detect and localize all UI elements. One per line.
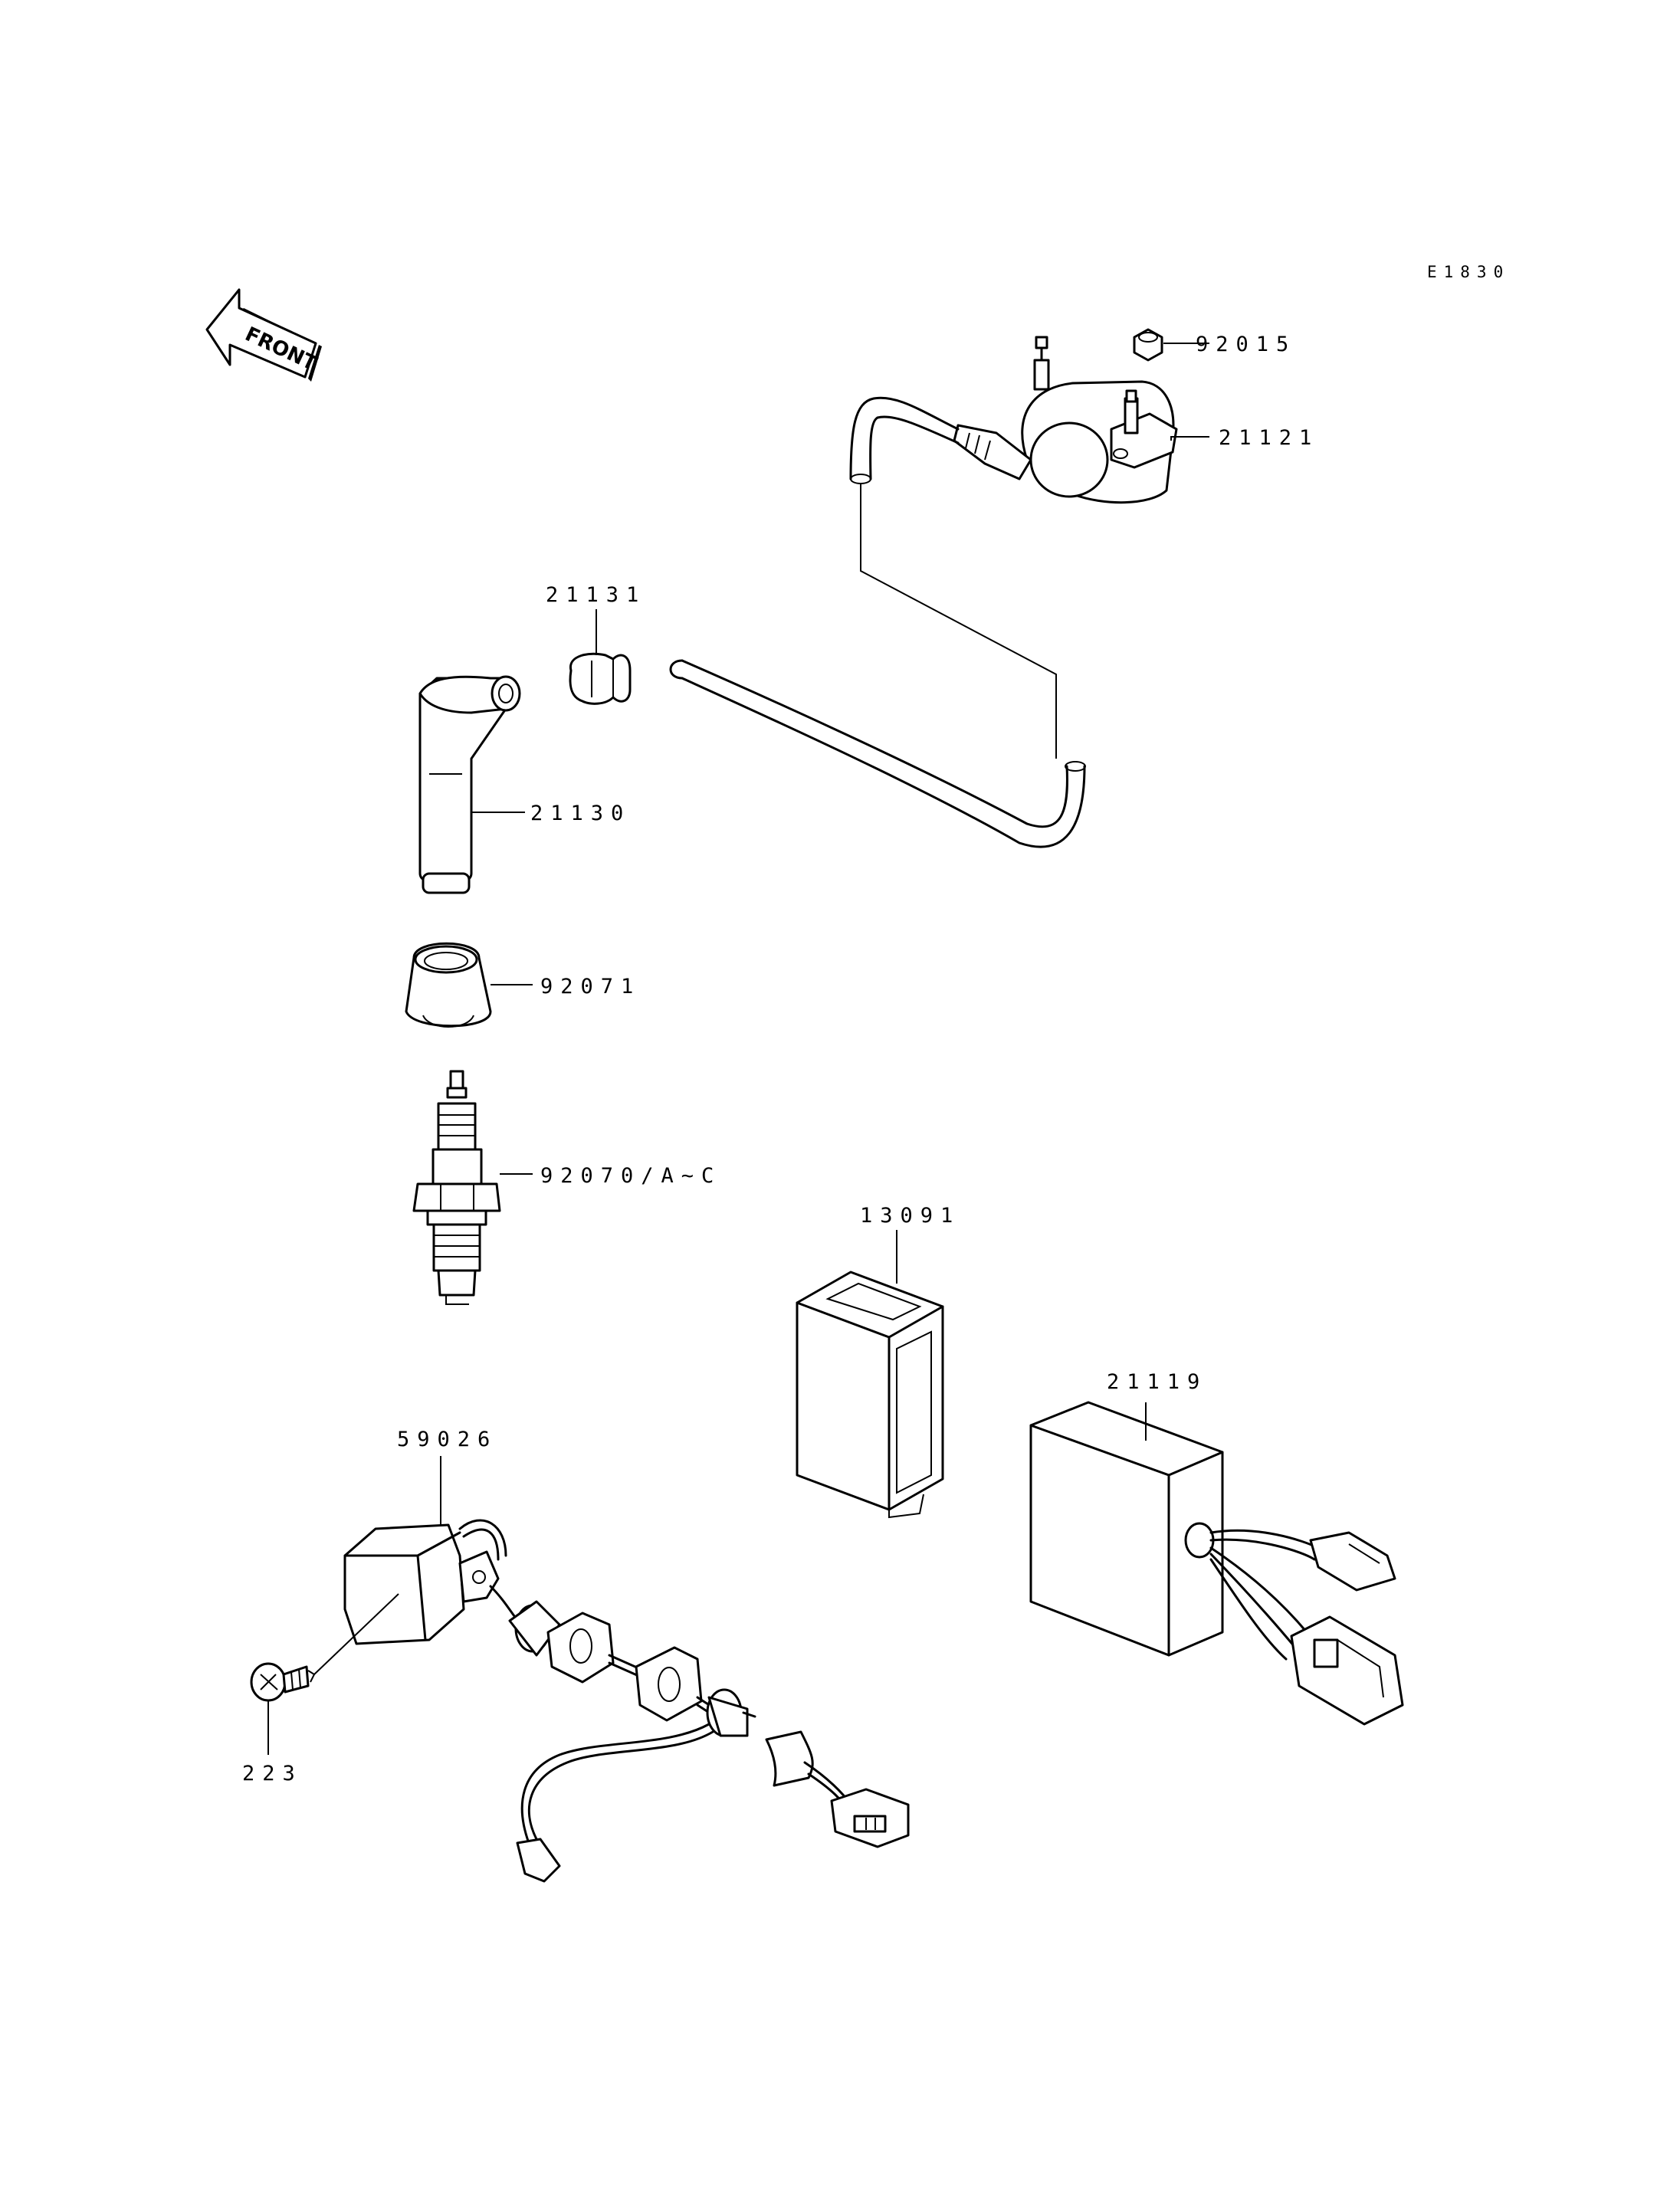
screw-223[interactable] — [250, 1593, 399, 1702]
spark-plug[interactable] — [412, 1070, 501, 1305]
plug-cap[interactable] — [418, 675, 521, 894]
part-label-21131: 21131 — [546, 583, 646, 607]
part-label-21121: 21121 — [1219, 426, 1319, 450]
high-tension-lead — [669, 396, 1086, 848]
part-label-21119: 21119 — [1107, 1370, 1207, 1394]
front-arrow-icon: FRONT — [205, 288, 322, 382]
part-label-92015: 92015 — [1196, 333, 1296, 356]
part-label-223: 223 — [242, 1762, 303, 1785]
ignition-coil[interactable] — [953, 336, 1178, 504]
plug-cap-cover[interactable] — [405, 942, 492, 1028]
diagram-code: E1830 — [1427, 263, 1510, 281]
part-label-59026: 59026 — [397, 1428, 497, 1451]
part-label-92071: 92071 — [540, 975, 641, 998]
part-label-13091: 13091 — [860, 1204, 960, 1228]
cdi-unit[interactable] — [1029, 1401, 1404, 1726]
ignitor-cover-box[interactable] — [796, 1271, 944, 1519]
regulator-with-harness[interactable] — [343, 1519, 910, 1883]
nut-92015[interactable] — [1133, 328, 1163, 362]
part-label-21130: 21130 — [530, 802, 631, 825]
leader-lines — [267, 343, 1209, 1755]
part-label-92070: 92070/A~C — [540, 1164, 721, 1188]
seal-21131[interactable] — [569, 652, 632, 705]
